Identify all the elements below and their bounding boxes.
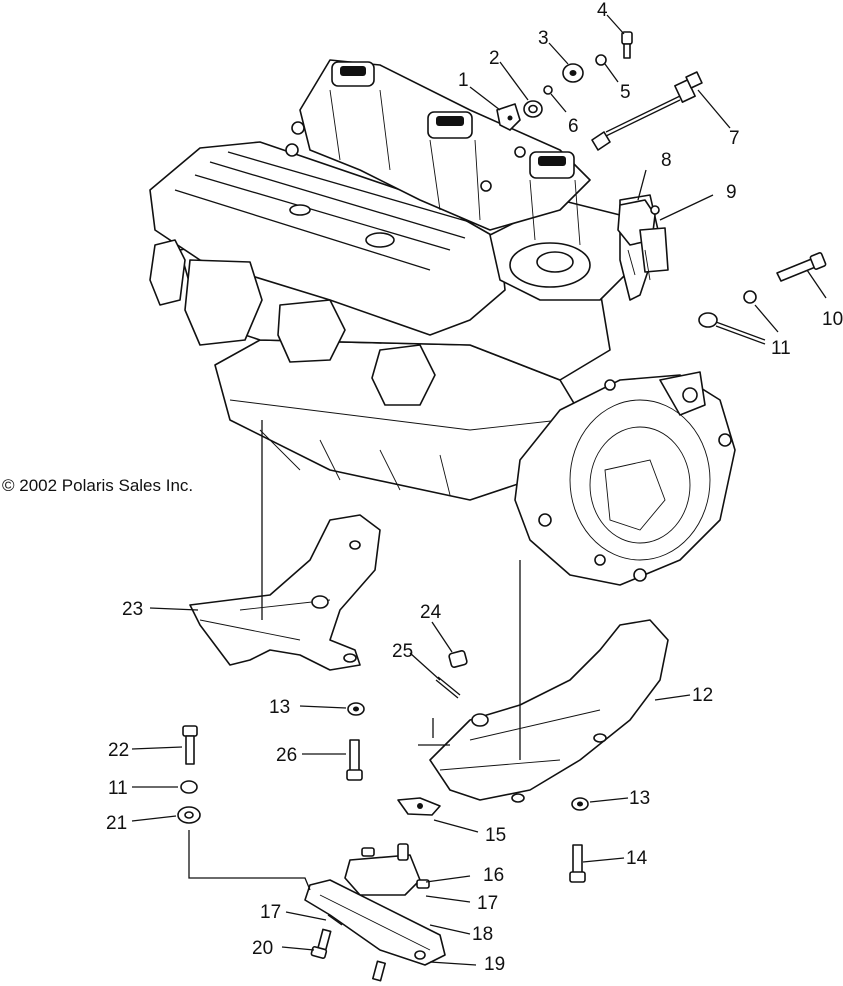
part-12-right-mount-bracket [429,619,669,803]
callout-14: 14 [626,848,648,869]
part-17-stud [327,914,343,926]
callout-7: 7 [729,128,740,149]
ground-terminal [698,312,766,345]
part-26-bolt [346,739,363,781]
callout-20: 20 [252,938,273,959]
part-22-bolt [182,725,198,765]
part-5-nut [595,54,607,66]
callout-15: 15 [485,825,506,846]
callout-labels: 1 2 3 4 5 6 7 8 9 10 11 11 12 13 13 14 1… [106,0,843,975]
copyright-notice: © 2002 Polaris Sales Inc. [2,476,193,495]
callout-21: 21 [106,813,127,834]
callout-17-right: 17 [477,893,498,914]
part-3-spacer [562,63,584,83]
part-21-washer [177,806,201,824]
callout-26: 26 [276,745,297,766]
part-11-washer-lower [180,780,198,794]
part-10-bolt [776,252,827,282]
callout-6: 6 [568,116,579,137]
callout-11-lower: 11 [108,778,128,799]
part-7-sensor [591,71,703,151]
part-11-washer-upper [743,290,757,304]
callout-1: 1 [458,70,469,91]
callout-23: 23 [122,599,143,620]
callout-2: 2 [489,48,500,69]
part-19-bolt [372,960,386,982]
part-14-bolt [569,844,586,883]
callout-10: 10 [822,309,843,330]
assembly-lines [188,420,521,891]
part-15-shim [397,797,441,816]
part-20-bolt [310,928,332,959]
callout-12: 12 [692,685,713,706]
callout-13-left: 13 [269,697,290,718]
callout-5: 5 [620,82,631,103]
part-6-nut [543,85,553,95]
part-8-9-sensor-housing [617,199,669,281]
callout-18: 18 [472,924,493,945]
sensor-hardware [496,31,827,345]
leader-lines [131,14,827,966]
part-25-pin [435,676,461,699]
callout-17-left: 17 [260,902,281,923]
callout-11-upper: 11 [771,338,791,359]
callout-19: 19 [484,954,505,975]
part-4-screw [621,31,633,59]
callout-25: 25 [392,641,413,662]
callout-24: 24 [420,602,442,623]
part-24-bushing [448,650,468,668]
callout-3: 3 [538,28,549,49]
callout-4: 4 [597,0,608,21]
callout-22: 22 [108,740,129,761]
part-18-19-lower-bracket [304,879,446,966]
callout-8: 8 [661,150,672,171]
part-23-left-mount-bracket [189,514,381,671]
callout-16: 16 [483,865,504,886]
callout-13-right: 13 [629,788,650,809]
engine-assembly [149,59,736,586]
callout-9: 9 [726,182,737,203]
part-16-rubber-mount [344,843,430,896]
